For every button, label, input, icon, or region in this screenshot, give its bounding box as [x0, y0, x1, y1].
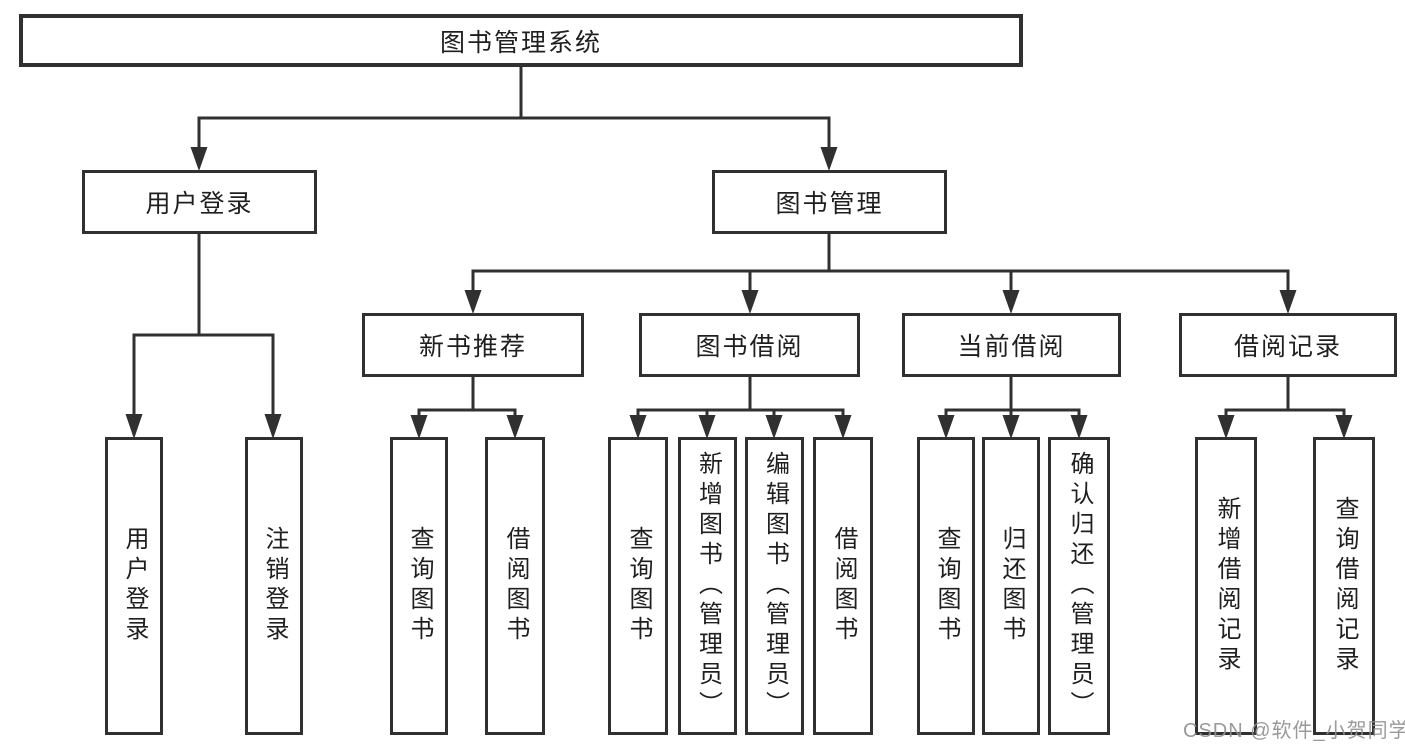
node-current-borrow: 当前借阅 — [902, 313, 1121, 377]
arrow-down — [125, 414, 143, 439]
connectors-root — [190, 67, 838, 171]
leaf-query-books-borrow-label: 查询图书 — [625, 526, 652, 646]
leaf-borrow-books-recommend: 借阅图书 — [485, 437, 545, 735]
arrow-down — [264, 414, 282, 439]
arrow-down — [190, 147, 208, 171]
leaf-confirm-return-admin: 确认归还（管理员） — [1048, 437, 1110, 735]
leaf-query-books-current: 查询图书 — [917, 437, 975, 735]
arrow-down — [1002, 290, 1020, 314]
connectors-book-borrow — [629, 377, 852, 439]
arrow-down — [1217, 415, 1235, 439]
arrow-down — [410, 415, 428, 439]
arrow-down — [1070, 415, 1088, 439]
leaf-query-books-borrow: 查询图书 — [608, 437, 668, 735]
connectors-book-management — [464, 234, 1297, 314]
leaf-query-borrow-record: 查询借阅记录 — [1313, 437, 1375, 735]
arrow-down — [629, 415, 647, 439]
node-root-label: 图书管理系统 — [439, 28, 602, 57]
arrow-down — [765, 415, 783, 439]
node-book-management-label: 图书管理 — [775, 190, 884, 218]
node-borrow-record-label: 借阅记录 — [1233, 333, 1342, 361]
leaf-user-login-label: 用户登录 — [121, 526, 148, 646]
leaf-logout-label: 注销登录 — [261, 526, 288, 646]
leaf-user-login: 用户登录 — [105, 437, 163, 735]
leaf-borrow-books-borrow: 借阅图书 — [813, 437, 873, 735]
connectors-current-borrow — [937, 377, 1088, 439]
node-new-book-recommend: 新书推荐 — [362, 313, 584, 377]
node-borrow-record: 借阅记录 — [1179, 313, 1397, 377]
leaf-query-books-recommend: 查询图书 — [390, 437, 448, 735]
node-new-book-recommend-label: 新书推荐 — [418, 333, 527, 361]
leaf-logout: 注销登录 — [245, 437, 303, 735]
arrow-down — [820, 147, 838, 171]
leaf-edit-book-admin-label: 编辑图书（管理员） — [761, 451, 789, 721]
leaf-return-books: 归还图书 — [982, 437, 1040, 735]
leaf-query-borrow-record-label: 查询借阅记录 — [1331, 496, 1358, 676]
arrow-down — [937, 415, 955, 439]
leaf-borrow-books-recommend-label: 借阅图书 — [502, 526, 529, 646]
arrow-down — [464, 290, 482, 314]
leaf-query-books-current-label: 查询图书 — [933, 526, 960, 646]
leaf-borrow-books-borrow-label: 借阅图书 — [830, 526, 857, 646]
arrow-down — [1335, 415, 1353, 439]
leaf-add-borrow-record-label: 新增借阅记录 — [1213, 496, 1240, 676]
leaf-confirm-return-admin-label: 确认归还（管理员） — [1066, 451, 1093, 721]
connectors-user-login — [125, 233, 282, 439]
node-user-login: 用户登录 — [82, 170, 317, 234]
leaf-return-books-label: 归还图书 — [998, 526, 1025, 646]
watermark-text: CSDN @软件_小贺同学 — [1183, 720, 1405, 742]
arrow-down — [834, 415, 852, 439]
node-user-login-label: 用户登录 — [145, 190, 254, 218]
node-root: 图书管理系统 — [19, 14, 1023, 67]
node-current-borrow-label: 当前借阅 — [957, 333, 1066, 361]
leaf-add-borrow-record: 新增借阅记录 — [1195, 437, 1257, 735]
leaf-query-books-recommend-label: 查询图书 — [406, 526, 433, 646]
leaf-add-book-admin: 新增图书（管理员） — [678, 437, 737, 735]
connectors-new-book-recommend — [410, 377, 524, 439]
arrow-down — [506, 415, 524, 439]
leaf-add-book-admin-label: 新增图书（管理员） — [694, 451, 722, 721]
node-book-borrow-label: 图书借阅 — [695, 333, 804, 361]
arrow-down — [698, 415, 716, 439]
leaf-edit-book-admin: 编辑图书（管理员） — [745, 437, 804, 735]
connectors-borrow-record — [1217, 377, 1353, 439]
arrow-down — [1002, 415, 1020, 439]
node-book-borrow: 图书借阅 — [639, 313, 860, 377]
arrow-down — [741, 290, 759, 314]
node-book-management: 图书管理 — [712, 170, 947, 234]
arrow-down — [1279, 290, 1297, 314]
